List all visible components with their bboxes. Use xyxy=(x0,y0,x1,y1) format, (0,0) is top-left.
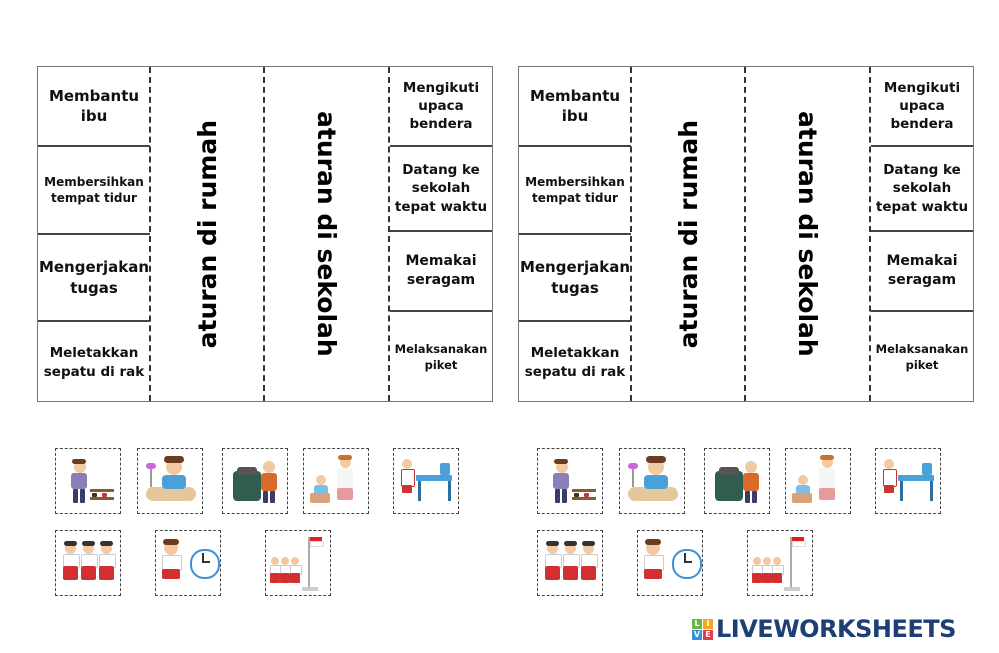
home-rule-card[interactable]: Membersihkan tempat tidur xyxy=(519,147,631,235)
school-rule-card[interactable]: Memakai seragam xyxy=(871,232,973,312)
fold-line xyxy=(263,67,265,401)
school-rule-card[interactable]: Datang ke sekolah tepat waktu xyxy=(390,147,492,232)
shoe-rack-picture[interactable] xyxy=(55,448,121,514)
school-title: aturan di sekolah xyxy=(793,111,822,357)
liveworksheets-logo: L I V E LIVEWORKSHEETS xyxy=(692,615,956,643)
school-rule-card[interactable]: Melaksanakan piket xyxy=(394,341,488,372)
helping-mother-picture[interactable] xyxy=(303,448,369,514)
home-rule-card[interactable]: Meletakkan sepatu di rak xyxy=(524,345,626,380)
school-rule-card[interactable]: Mengikuti upaca bendera xyxy=(390,67,492,147)
school-rule-card[interactable]: Memakai seragam xyxy=(390,232,492,312)
school-uniform-picture[interactable] xyxy=(55,530,121,596)
logo-letter: E xyxy=(703,629,713,640)
live-logo-icon: L I V E xyxy=(692,618,713,640)
fold-line xyxy=(149,67,151,401)
logo-letter: I xyxy=(703,618,713,629)
logo-text: LIVEWORKSHEETS xyxy=(716,615,956,643)
school-title: aturan di sekolah xyxy=(312,111,341,357)
cleaning-desk-picture[interactable] xyxy=(393,448,459,514)
home-rule-card[interactable]: Mengerjakan tugas xyxy=(38,235,150,322)
cleaning-desk-picture[interactable] xyxy=(875,448,941,514)
home-title: aturan di rumah xyxy=(192,119,222,349)
home-rule-card[interactable]: Meletakkan sepatu di rak xyxy=(43,345,145,380)
flag-ceremony-picture[interactable] xyxy=(265,530,331,596)
clock-picture[interactable] xyxy=(637,530,703,596)
home-rule-card[interactable]: Membantu ibu xyxy=(519,67,631,147)
fold-line xyxy=(388,67,390,401)
home-rule-card[interactable]: Mengerjakan tugas xyxy=(519,235,631,322)
school-uniform-picture[interactable] xyxy=(537,530,603,596)
studying-picture[interactable] xyxy=(137,448,203,514)
bed-making-picture[interactable] xyxy=(222,448,288,514)
studying-picture[interactable] xyxy=(619,448,685,514)
home-title: aturan di rumah xyxy=(673,119,703,349)
fold-line xyxy=(630,67,632,401)
school-rule-card[interactable]: Datang ke sekolah tepat waktu xyxy=(871,147,973,232)
bed-making-picture[interactable] xyxy=(704,448,770,514)
fold-line xyxy=(744,67,746,401)
flag-ceremony-picture[interactable] xyxy=(747,530,813,596)
school-rule-card[interactable]: Mengikuti upaca bendera xyxy=(871,67,973,147)
logo-letter: L xyxy=(692,618,702,629)
home-rule-card[interactable]: Membersihkan tempat tidur xyxy=(38,147,150,235)
logo-letter: V xyxy=(692,629,702,640)
fold-line xyxy=(869,67,871,401)
shoe-rack-picture[interactable] xyxy=(537,448,603,514)
school-rule-card[interactable]: Melaksanakan piket xyxy=(875,341,969,372)
clock-picture[interactable] xyxy=(155,530,221,596)
home-rule-card[interactable]: Membantu ibu xyxy=(38,67,150,147)
helping-mother-picture[interactable] xyxy=(785,448,851,514)
